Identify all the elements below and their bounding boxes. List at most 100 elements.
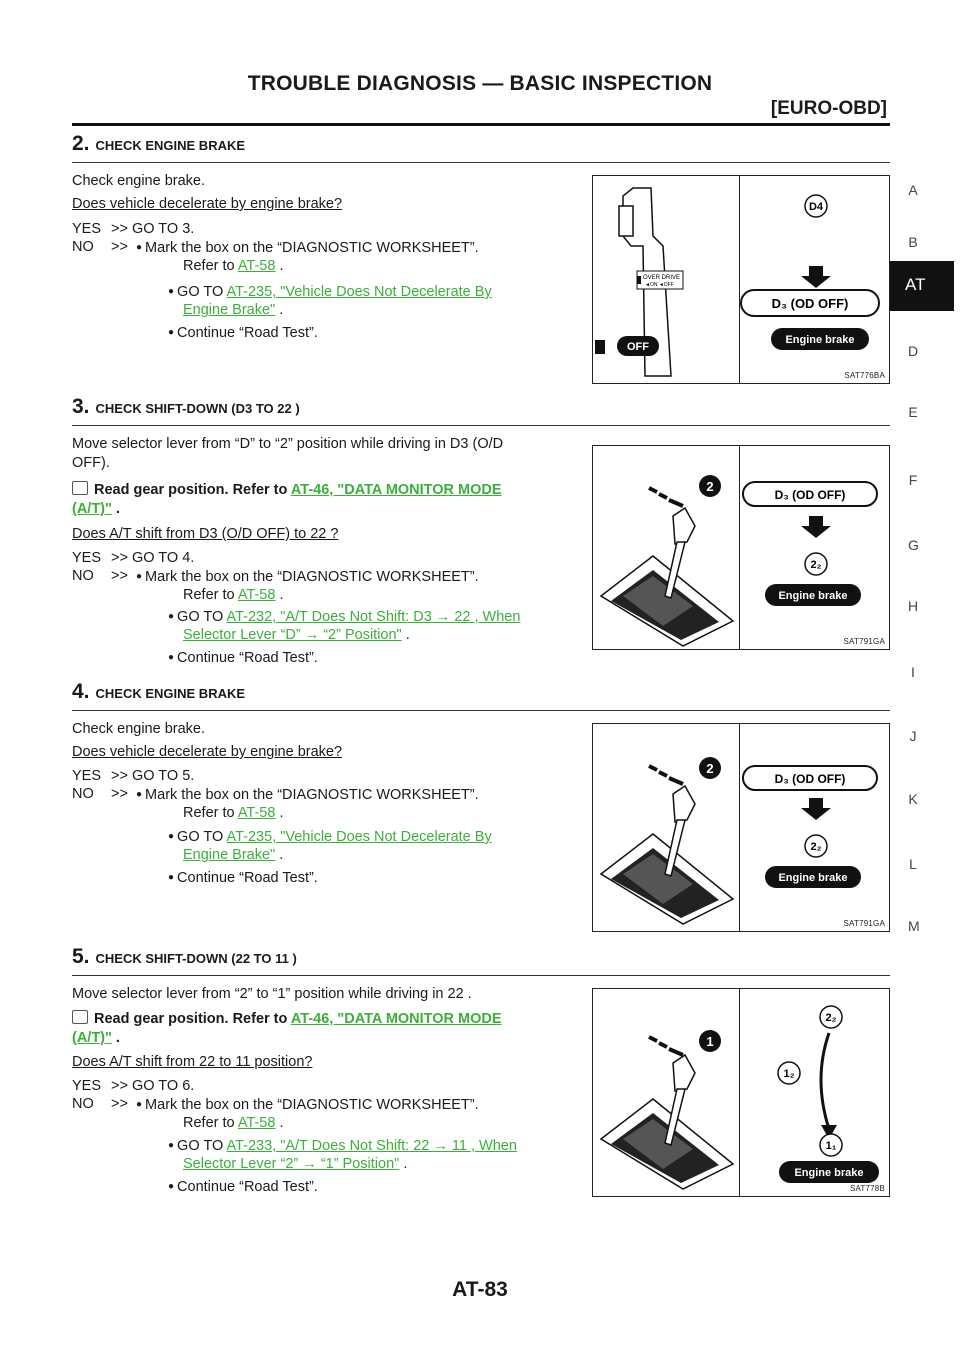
section-4-rule — [72, 710, 890, 711]
s4-no: NO>> ●Mark the box on the “DIAGNOSTIC WO… — [72, 786, 479, 803]
link-at-235-cont[interactable]: Engine Brake" — [183, 302, 276, 318]
link-at-235[interactable]: AT-235, "Vehicle Does Not Decelerate By — [226, 284, 492, 300]
s2-no: NO>> ●Mark the box on the “DIAGNOSTIC WO… — [72, 239, 479, 256]
figure-caption: SAT791GA — [843, 637, 885, 646]
header-rule — [72, 123, 890, 126]
s4-b2-line2: Engine Brake" . — [183, 847, 284, 863]
link-at-58[interactable]: AT-58 — [237, 805, 276, 821]
s3-b3: ●Continue “Road Test”. — [168, 650, 318, 666]
od-label: OVER DRIVE — [643, 275, 680, 281]
s3-b2: ●GO TO AT-232, "A/T Does Not Shift: D3 →… — [168, 609, 521, 625]
gear-11-badge: 1₁ — [826, 1140, 837, 1152]
page-number: AT-83 — [452, 1278, 508, 1301]
link-at-46[interactable]: AT-46, "DATA MONITOR MODE — [290, 1011, 502, 1027]
s4-b1-ref: Refer to AT-58 . — [183, 805, 284, 821]
s3-read-gear-2: (A/T)" . — [72, 501, 120, 517]
section-5-heading: 5.CHECK SHIFT-DOWN (22 TO 11 ) — [72, 945, 297, 968]
gear-badge: 2₂ — [810, 559, 821, 571]
figure-sat791ga: 2 D₃ (OD OFF) 2₂ Engine brake SAT791GA — [592, 445, 890, 650]
gear-badge: 2₂ — [810, 841, 821, 853]
s3-read-gear: Read gear position. Refer to AT-46, "DAT… — [72, 481, 584, 500]
figure-sat791ga-2: 2 D₃ (OD OFF) 2₂ Engine brake SAT791GA — [592, 723, 890, 932]
link-at-58[interactable]: AT-58 — [237, 587, 276, 603]
s4-intro: Check engine brake. — [72, 721, 205, 737]
bullet-icon: ● — [168, 1140, 175, 1151]
d4-badge: D4 — [809, 201, 824, 213]
gear-22-badge: 2₂ — [825, 1012, 836, 1024]
link-at-58[interactable]: AT-58 — [237, 258, 276, 274]
figure-sat776ba: OVER DRIVE ◄ON ◄OFF OFF D4 D₃ (OD OFF) E… — [592, 175, 890, 384]
position-badge: 1 — [706, 1034, 713, 1049]
section-3-heading: 3.CHECK SHIFT-DOWN (D3 TO 22 ) — [72, 395, 300, 418]
bullet-icon: ● — [168, 286, 175, 297]
link-at-235[interactable]: AT-235, "Vehicle Does Not Decelerate By — [226, 829, 492, 845]
side-tab-e[interactable]: E — [908, 404, 918, 420]
s2-intro: Check engine brake. — [72, 173, 205, 189]
figure-caption: SAT776BA — [844, 371, 885, 380]
side-tab-g[interactable]: G — [908, 537, 919, 553]
s3-b1-ref: Refer to AT-58 . — [183, 587, 284, 603]
side-tab-k[interactable]: K — [908, 791, 918, 807]
link-at-46-cont[interactable]: (A/T)" — [72, 501, 112, 517]
side-tab-f[interactable]: F — [908, 472, 918, 488]
s3-question: Does A/T shift from D3 (O/D OFF) to 22 ? — [72, 526, 339, 542]
page-subtitle: [EURO-OBD] — [770, 98, 887, 119]
arrow-down-icon — [801, 516, 831, 538]
s2-b2-line2: Engine Brake" . — [183, 302, 284, 318]
side-tab-m[interactable]: M — [908, 918, 920, 934]
bullet-icon: ● — [168, 872, 175, 883]
s4-b3: ●Continue “Road Test”. — [168, 870, 318, 886]
link-at-46-cont[interactable]: (A/T)" — [72, 1030, 112, 1046]
side-tab-a[interactable]: A — [908, 182, 918, 198]
s5-read-gear: Read gear position. Refer to AT-46, "DAT… — [72, 1010, 584, 1029]
link-at-233-cont[interactable]: Selector Lever “2” → “1” Position" — [183, 1156, 400, 1172]
side-tab-at[interactable]: AT — [890, 261, 954, 311]
side-tab-d[interactable]: D — [908, 343, 919, 359]
s2-b2: ●GO TO AT-235, "Vehicle Does Not Deceler… — [168, 284, 492, 300]
s5-intro: Move selector lever from “2” to “1” posi… — [72, 986, 472, 1002]
bullet-icon: ● — [136, 789, 143, 800]
d3-od-off-label: D₃ (OD OFF) — [772, 296, 849, 311]
off-button-label: OFF — [627, 341, 649, 353]
section-5-rule — [72, 975, 890, 976]
side-tab-i[interactable]: I — [911, 664, 915, 680]
s4-question: Does vehicle decelerate by engine brake? — [72, 744, 343, 760]
bullet-icon: ● — [136, 571, 143, 582]
s3-yes: YES>> GO TO 4. — [72, 550, 195, 566]
link-at-58[interactable]: AT-58 — [237, 1115, 276, 1131]
section-2-rule — [72, 162, 890, 163]
side-tab-h[interactable]: H — [908, 598, 919, 614]
link-at-46[interactable]: AT-46, "DATA MONITOR MODE — [290, 482, 502, 498]
section-3-rule — [72, 425, 890, 426]
bullet-icon: ● — [168, 327, 175, 338]
figure-caption: SAT791GA — [843, 919, 885, 928]
figure-sat778b: 1 2₂ 1₂ 1₁ Engine brake SAT778B — [592, 988, 890, 1197]
side-tab-l[interactable]: L — [909, 856, 917, 872]
link-at-232[interactable]: AT-232, "A/T Does Not Shift: D3 → 22 , W… — [226, 609, 521, 625]
engine-brake-label: Engine brake — [778, 590, 847, 602]
s5-question: Does A/T shift from 22 to 11 position? — [72, 1054, 313, 1070]
link-at-232-cont[interactable]: Selector Lever “D” → “2” Position" — [183, 627, 402, 643]
gear-12-badge: 1₂ — [783, 1068, 794, 1080]
position-badge: 2 — [706, 761, 713, 776]
side-index: A B AT D E F G H I J K L M — [890, 0, 960, 1358]
arrow-down-icon — [821, 1125, 837, 1139]
engine-brake-label: Engine brake — [785, 334, 854, 346]
s5-no: NO>> ●Mark the box on the “DIAGNOSTIC WO… — [72, 1096, 479, 1113]
link-at-235-cont[interactable]: Engine Brake" — [183, 847, 276, 863]
d3-od-off-label: D₃ (OD OFF) — [775, 488, 846, 502]
section-4-heading: 4.CHECK ENGINE BRAKE — [72, 680, 246, 703]
engine-brake-label: Engine brake — [778, 872, 847, 884]
s2-yes: YES>> GO TO 3. — [72, 221, 195, 237]
link-at-233[interactable]: AT-233, "A/T Does Not Shift: 22 → 11 , W… — [226, 1138, 517, 1154]
s3-no: NO>> ●Mark the box on the “DIAGNOSTIC WO… — [72, 568, 479, 585]
side-tab-j[interactable]: J — [909, 728, 917, 744]
side-tab-b[interactable]: B — [908, 234, 918, 250]
bullet-icon: ● — [168, 611, 175, 622]
s4-yes: YES>> GO TO 5. — [72, 768, 195, 784]
monitor-icon — [72, 1010, 88, 1024]
bullet-icon: ● — [136, 1099, 143, 1110]
bullet-icon: ● — [168, 831, 175, 842]
shift-lever-illustration: 2 D₃ (OD OFF) 2₂ Engine brake — [599, 757, 878, 925]
s2-b1-ref: Refer to AT-58 . — [183, 258, 284, 274]
